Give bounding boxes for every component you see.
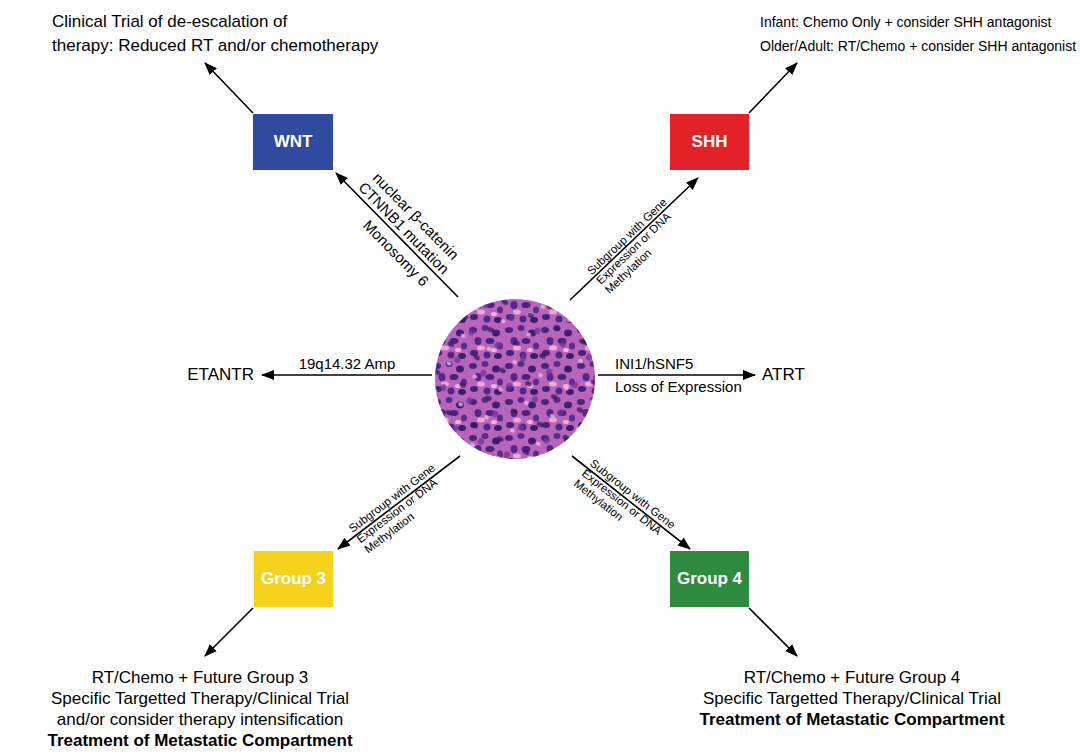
annotation-text: Treatment of Metastatic Compartment — [699, 710, 1004, 730]
subgroup-box: SHH — [670, 114, 749, 170]
annotation-text: Subgroup with Gene Expression or DNA Met… — [346, 457, 459, 556]
histology-texture — [433, 297, 597, 461]
subgroup-box: Group 3 — [254, 551, 333, 607]
image-frame — [433, 297, 597, 461]
annotation-text: Older/Adult: RT/Chemo + consider SHH ant… — [760, 38, 1076, 54]
annotation-text: ETANTR — [187, 365, 254, 385]
annotation-text: and/or consider therapy intensification — [57, 710, 343, 730]
annotation-text: RT/Chemo + Future Group 4 — [744, 668, 961, 688]
annotation-text: Infant: Chemo Only + consider SHH antago… — [760, 14, 1051, 30]
box-label: Group 3 — [261, 569, 326, 589]
annotation-text: Subgroup with Gene Expression or DNA Met… — [585, 191, 693, 297]
arrow — [570, 178, 698, 300]
annotation-text: Clinical Trial of de-escalation of — [52, 12, 287, 32]
arrow — [205, 608, 253, 656]
box-label: WNT — [274, 132, 313, 152]
annotation-text: Treatment of Metastatic Compartment — [47, 731, 352, 751]
histology-image — [433, 297, 597, 461]
subgroup-box: Group 4 — [670, 551, 749, 607]
annotation-text: RT/Chemo + Future Group 3 — [92, 668, 309, 688]
arrow — [749, 63, 797, 113]
annotation-text: INI1/hSNF5 — [615, 355, 693, 372]
box-label: Group 4 — [677, 569, 742, 589]
annotation-text: therapy: Reduced RT and/or chemotherapy — [52, 36, 378, 56]
annotation-text: Loss of Expression — [615, 378, 742, 395]
subgroup-box: WNT — [253, 114, 333, 170]
arrow — [598, 374, 755, 376]
arrow — [749, 608, 797, 656]
arrow — [262, 374, 432, 376]
annotation-text: Specific Targetted Therapy/Clinical Tria… — [703, 689, 1001, 709]
annotation-text: 19q14.32 Amp — [299, 355, 396, 372]
annotation-text: Subgroup with Gene Expression or DNA Met… — [571, 457, 684, 557]
arrow — [205, 63, 253, 113]
annotation-text: Specific Targetted Therapy/Clinical Tria… — [51, 689, 349, 709]
annotation-text: ATRT — [762, 365, 805, 385]
box-label: SHH — [692, 132, 728, 152]
